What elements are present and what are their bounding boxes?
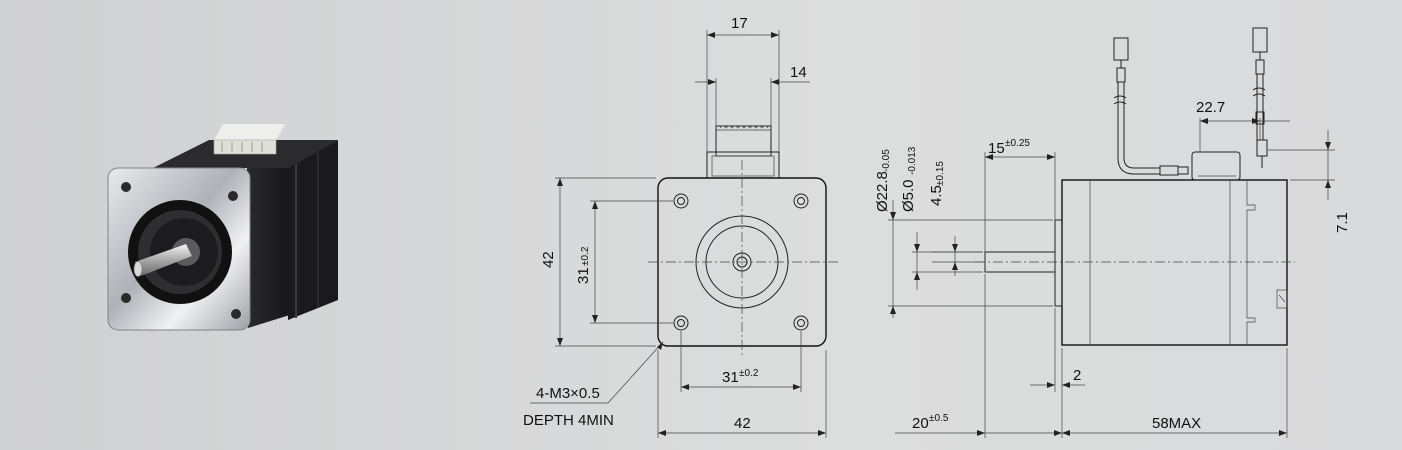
dim-7-1: 7.1 [1334, 212, 1351, 233]
dim-20: 20 [912, 415, 929, 432]
dim-42-vertical: 42 [540, 251, 557, 268]
dim-22-7: 22.7 [1196, 99, 1225, 116]
thread-note-2: DEPTH 4MIN [523, 412, 614, 429]
dim-31-horizontal-tol: ±0.2 [739, 368, 759, 379]
thread-note-1: 4-M3×0.5 [536, 385, 600, 402]
motor-photo [107, 124, 338, 331]
dim-flat-tol: ±0.15 [935, 161, 946, 186]
dim-14: 14 [790, 64, 807, 81]
dim-58max: 58MAX [1152, 415, 1201, 432]
dim-20-tol: ±0.5 [929, 413, 949, 424]
dim-pilot-dia: Ø22.8 [874, 171, 891, 212]
front-view: 17 14 42 31 ±0.2 31 ±0.2 [523, 15, 838, 438]
side-view: 22.7 7.1 15 ±0.25 Ø22.8 -0.05 Ø5.0 -0.01… [874, 27, 1351, 438]
dim-flat: 4.5 [928, 185, 945, 206]
dim-pilot-tol: -0.05 [881, 149, 892, 172]
dim-31-vertical-value: 31 [575, 267, 592, 284]
dim-42-horizontal: 42 [734, 415, 751, 432]
dim-2: 2 [1073, 367, 1081, 384]
dim-shaft-tol: -0.013 [907, 146, 918, 175]
dim-31-vertical: 31 [575, 267, 592, 284]
dim-15-tol: ±0.25 [1005, 138, 1030, 149]
dim-17: 17 [731, 15, 748, 32]
dim-15: 15 [988, 140, 1005, 157]
dim-31-horizontal: 31 [722, 369, 739, 386]
dim-shaft-dia: Ø5.0 [900, 179, 917, 212]
photo-connector [213, 124, 285, 155]
dim-31-vertical-tol: ±0.2 [580, 246, 591, 266]
